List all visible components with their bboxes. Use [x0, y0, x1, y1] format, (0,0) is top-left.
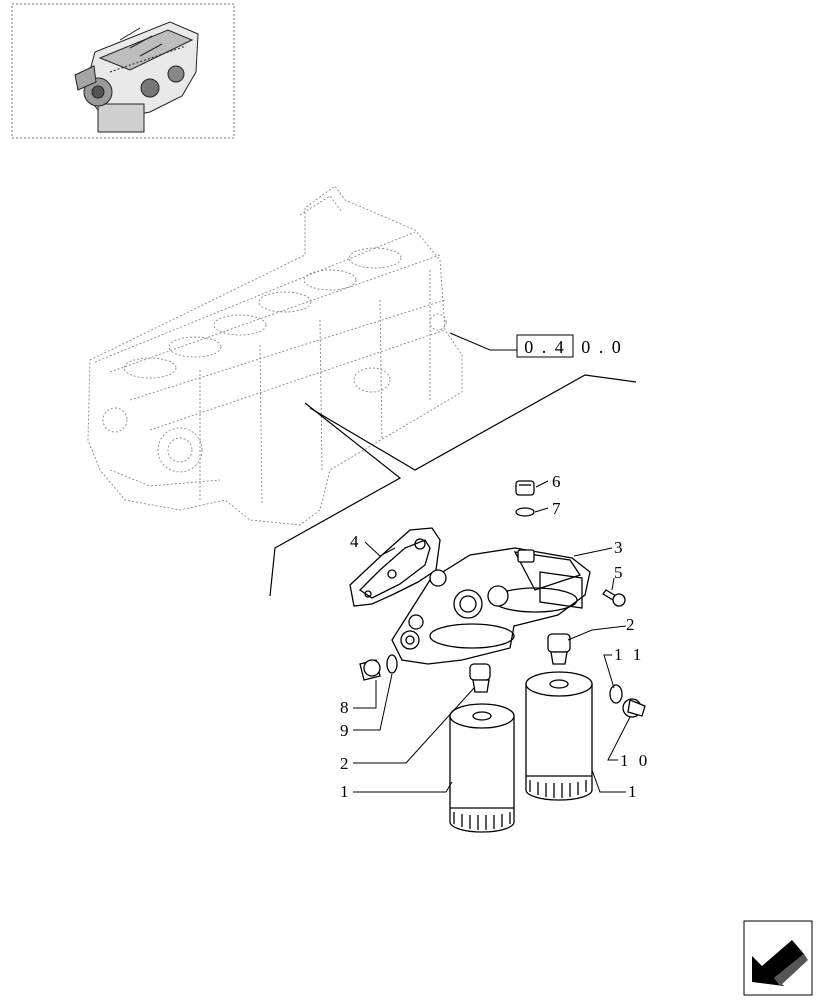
callout-labels: 6 7 4 3 5 2 1 1 8 9 2 1 0 1 1: [340, 472, 650, 801]
reference-code-rest: 0 . 0: [581, 337, 623, 357]
plug-part-8[interactable]: [359, 659, 381, 681]
callout-5: 5: [614, 563, 623, 582]
engine-thumbnail-icon: [74, 21, 199, 133]
plug-part-2-upper[interactable]: [547, 633, 571, 665]
engine-block-outline: [87, 185, 463, 526]
callout-10: 1 0: [620, 751, 650, 770]
callout-8: 8: [340, 698, 349, 717]
seal-ring-part-9[interactable]: [386, 654, 398, 674]
reference-box: [516, 334, 574, 358]
reference-callout[interactable]: 0 . 4 0 . 0: [449, 332, 623, 358]
callout-1-left: 1: [340, 782, 349, 801]
oil-filter-right[interactable]: [525, 671, 593, 801]
callout-7: 7: [552, 499, 561, 518]
callout-9: 9: [340, 721, 349, 740]
screw-part-5[interactable]: [602, 589, 626, 607]
callout-11: 1 1: [614, 645, 644, 664]
plug-part-2-lower[interactable]: [469, 663, 491, 693]
engine-thumbnail[interactable]: [11, 3, 235, 139]
previous-page-button[interactable]: [743, 920, 813, 996]
plug-part-6[interactable]: [515, 480, 535, 496]
reference-code-boxed: 0 . 4: [524, 337, 566, 357]
oil-filter-left[interactable]: [449, 703, 515, 833]
seal-ring-part-7[interactable]: [515, 507, 535, 517]
plug-part-10[interactable]: [622, 698, 646, 718]
detail-zoom-lines: [269, 374, 637, 597]
leader-lines: [353, 480, 631, 793]
callout-2-lower: 2: [340, 754, 349, 773]
callout-2-upper: 2: [626, 615, 635, 634]
filter-support-part[interactable]: [391, 547, 591, 665]
callout-4: 4: [350, 532, 359, 551]
previous-page-arrow-icon: [752, 940, 808, 986]
callout-1-right: 1: [628, 782, 637, 801]
callout-6: 6: [552, 472, 561, 491]
seal-ring-part-11[interactable]: [609, 684, 623, 704]
callout-3: 3: [614, 538, 623, 557]
